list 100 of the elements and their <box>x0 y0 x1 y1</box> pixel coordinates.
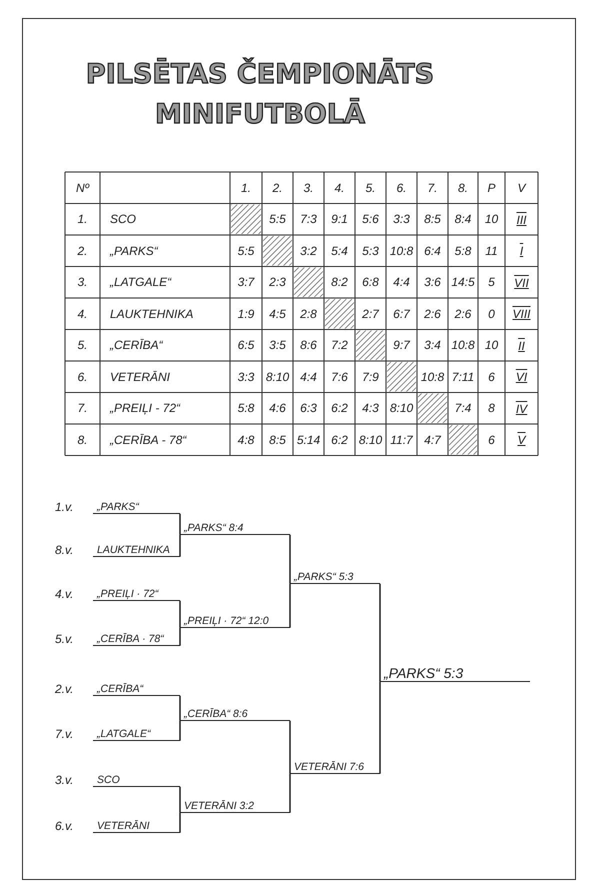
score: 7:4 <box>454 400 472 418</box>
place-rank: VI <box>514 370 528 384</box>
seed-label: 6.v. <box>55 819 74 833</box>
seed-label: 3.v. <box>55 773 74 787</box>
bracket-slot: „CERĪBA · 78“ <box>93 625 180 646</box>
bracket-line <box>179 600 181 628</box>
bracket-slot: LAUKTEHNIKA <box>93 536 180 557</box>
score: 4:6 <box>268 400 287 418</box>
score: 7:6 <box>330 368 349 386</box>
score: 5:8 <box>236 400 256 418</box>
place-rank: II <box>517 338 526 352</box>
score: 8:10 <box>358 432 384 449</box>
points: 10 <box>484 337 500 354</box>
place-rank: VII <box>513 276 530 290</box>
score: 4:4 <box>299 368 318 386</box>
score: 5:3 <box>361 242 380 260</box>
score: 8:2 <box>330 274 349 292</box>
score: 5:4 <box>330 242 349 260</box>
bracket-slot: VETERĀNI 7:6 <box>290 753 380 774</box>
score: 2:7 <box>361 306 380 323</box>
score: 6:4 <box>423 242 442 260</box>
seed-label: 1.v. <box>55 500 74 514</box>
seed-label: 8.v. <box>55 543 74 557</box>
bracket-line <box>379 682 381 774</box>
score: 7:2 <box>330 337 349 354</box>
score: 8:6 <box>299 337 318 354</box>
row-number: 6. <box>76 368 88 386</box>
column-header: 7. <box>426 180 438 197</box>
score: 5:8 <box>454 242 472 260</box>
score: 6:8 <box>361 274 380 292</box>
bracket-slot: „CERĪBA“ <box>93 675 180 696</box>
points: 11 <box>484 242 499 260</box>
bracket-slot: „PREIĻI · 72“ <box>93 580 180 601</box>
bracket-slot: „PARKS“ 5:3 <box>380 661 530 682</box>
row-number: 4. <box>76 306 88 323</box>
bracket-slot: „PREIĻI · 72“ 12:0 <box>180 607 290 628</box>
score: 6:5 <box>236 337 256 354</box>
column-header: Nº <box>74 180 90 197</box>
bracket-line <box>179 695 181 721</box>
row-number: 5. <box>76 337 88 354</box>
team-name: „PARKS“ <box>108 242 160 260</box>
score: 9:1 <box>330 211 349 228</box>
points: 6 <box>487 432 496 449</box>
row-number: 1. <box>76 211 88 228</box>
row-number: 2. <box>76 242 88 260</box>
score: 2:6 <box>454 306 472 323</box>
column-header: 3. <box>302 180 314 197</box>
bracket-slot: „CERĪBA“ 8:6 <box>180 700 290 721</box>
bracket-slot: „PARKS“ 8:4 <box>180 514 290 535</box>
team-name: SCO <box>109 211 138 228</box>
seed-label: 4.v. <box>55 587 74 601</box>
bracket-slot: „LATGALE“ <box>93 720 180 741</box>
score: 3:6 <box>423 274 442 292</box>
score: 4:7 <box>423 432 442 449</box>
bracket-line <box>179 812 181 834</box>
score: 10:8 <box>450 337 476 354</box>
score: 5:6 <box>361 211 380 228</box>
score: 5:14 <box>296 432 322 449</box>
points: 8 <box>487 400 496 418</box>
points: 5 <box>487 274 496 292</box>
score: 3:3 <box>236 368 256 386</box>
place-rank: IV <box>514 402 529 416</box>
score: 4:4 <box>392 274 411 292</box>
score: 7:9 <box>361 368 380 386</box>
team-name: VETERĀNI <box>109 368 172 386</box>
score: 1:9 <box>236 306 256 323</box>
score: 11:7 <box>389 432 414 449</box>
bracket-line <box>289 720 291 774</box>
score: 8:5 <box>423 211 442 228</box>
score: 14:5 <box>450 274 476 292</box>
score: 4:3 <box>361 400 380 418</box>
score: 3:7 <box>236 274 256 292</box>
bracket-line <box>289 774 291 814</box>
score: 6:7 <box>392 306 412 323</box>
score: 5:5 <box>268 211 287 228</box>
bracket-line <box>179 513 181 535</box>
team-name: „LATGALE“ <box>108 274 172 292</box>
row-number: 3. <box>76 274 88 292</box>
score: 5:5 <box>236 242 256 260</box>
bracket-slot: VETERĀNI 3:2 <box>180 792 290 813</box>
score: 4:8 <box>236 432 256 449</box>
row-number: 7. <box>76 400 88 418</box>
column-header: 4. <box>333 180 346 197</box>
column-header: 5. <box>364 180 376 197</box>
score: 2:8 <box>299 306 318 323</box>
seed-label: 5.v. <box>55 632 74 646</box>
place-rank: I <box>518 244 524 258</box>
score: 8:10 <box>264 368 290 386</box>
score: 2:6 <box>423 306 442 323</box>
bracket-line <box>179 720 181 742</box>
points: 10 <box>484 211 500 228</box>
bracket-line <box>179 786 181 813</box>
seed-label: 7.v. <box>55 727 74 741</box>
column-header: P <box>486 180 496 197</box>
column-header: 8. <box>456 180 469 197</box>
team-name: „CERĪBA - 78“ <box>108 432 188 449</box>
bracket-line <box>379 583 381 682</box>
score: 2:3 <box>268 274 287 292</box>
score: 10:8 <box>420 368 446 386</box>
bracket-slot: „PARKS“ <box>93 493 180 514</box>
